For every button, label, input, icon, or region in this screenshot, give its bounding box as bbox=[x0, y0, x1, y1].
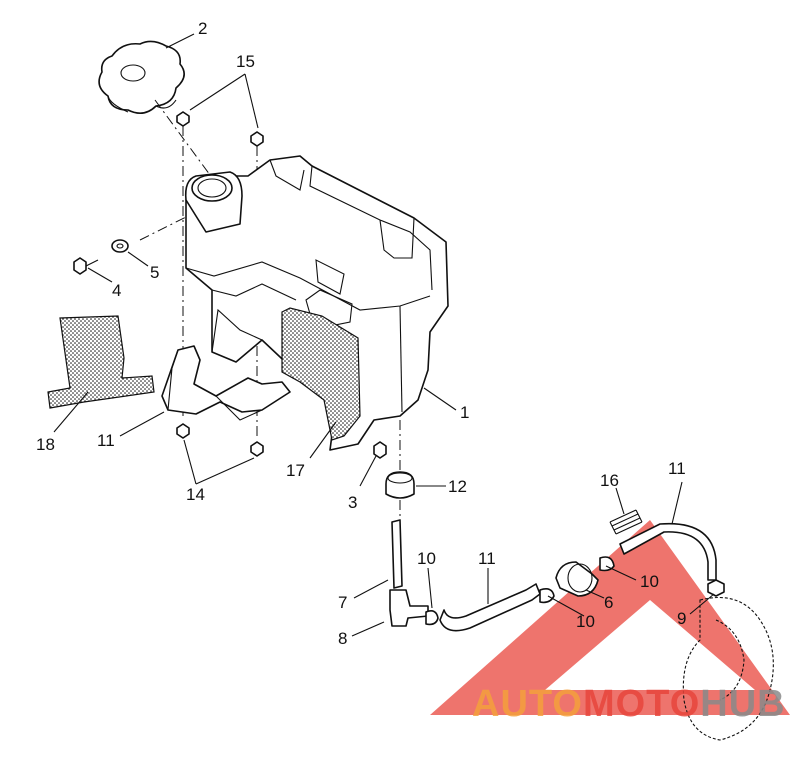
callout-18: 18 bbox=[36, 435, 55, 454]
engine-outline bbox=[682, 596, 774, 741]
callout-6: 6 bbox=[604, 593, 613, 612]
callout-10-left: 10 bbox=[417, 549, 436, 568]
callouts: 2 15 1 5 4 11 18 17 14 3 12 7 8 10 11 10… bbox=[36, 19, 686, 648]
clamp-10-middle bbox=[539, 588, 555, 604]
watermark-triangle bbox=[430, 520, 790, 715]
hose-11-lower bbox=[439, 583, 541, 632]
bolt-15-left bbox=[176, 111, 190, 127]
callout-8: 8 bbox=[338, 629, 347, 648]
svg-text:AUTOMOTOHUB: AUTOMOTOHUB bbox=[472, 683, 786, 725]
pickup-tube-7 bbox=[391, 519, 403, 589]
callout-9: 9 bbox=[677, 609, 686, 628]
bolt-14-left bbox=[176, 423, 190, 439]
washer-5 bbox=[111, 239, 129, 253]
leader-lines bbox=[53, 33, 715, 637]
callout-2: 2 bbox=[198, 19, 207, 38]
callout-1: 1 bbox=[460, 403, 469, 422]
filler-cap bbox=[98, 40, 185, 114]
hose-11-upper bbox=[619, 522, 717, 581]
watermark-logo: AUTOMOTOHUB bbox=[472, 683, 786, 725]
fitting-9 bbox=[707, 579, 725, 597]
callout-10-middle: 10 bbox=[576, 612, 595, 631]
spring-16 bbox=[609, 509, 643, 535]
callout-17: 17 bbox=[286, 461, 305, 480]
callout-14: 14 bbox=[186, 485, 205, 504]
check-valve-6 bbox=[555, 561, 599, 597]
grommet-12 bbox=[385, 471, 415, 499]
dotted-pad-18 bbox=[47, 315, 155, 409]
callout-16: 16 bbox=[600, 471, 619, 490]
dotted-pad-17 bbox=[281, 307, 361, 441]
callout-3: 3 bbox=[348, 493, 357, 512]
callout-10-right: 10 bbox=[640, 572, 659, 591]
watermark-moto: MOTO bbox=[583, 683, 700, 725]
callout-12: 12 bbox=[448, 477, 467, 496]
bolt-14-right bbox=[250, 441, 264, 457]
callout-11-upper: 11 bbox=[668, 459, 686, 478]
callout-4: 4 bbox=[112, 281, 121, 300]
bracket-13 bbox=[161, 345, 291, 421]
callout-11-lower: 11 bbox=[478, 549, 496, 568]
callout-13: 11 bbox=[97, 431, 115, 450]
callout-7: 7 bbox=[338, 593, 347, 612]
callout-5: 5 bbox=[150, 263, 159, 282]
bolt-15-right bbox=[250, 131, 264, 147]
watermark-auto: AUTO bbox=[472, 683, 583, 725]
clamp-10-right bbox=[599, 556, 615, 572]
oil-tank bbox=[184, 155, 449, 451]
watermark-hub: HUB bbox=[700, 683, 785, 725]
callout-15: 15 bbox=[236, 52, 255, 71]
nut-3 bbox=[373, 441, 387, 459]
t-fitting-8 bbox=[389, 589, 429, 627]
bolt-4 bbox=[73, 257, 99, 275]
clamp-10-left bbox=[425, 610, 439, 626]
